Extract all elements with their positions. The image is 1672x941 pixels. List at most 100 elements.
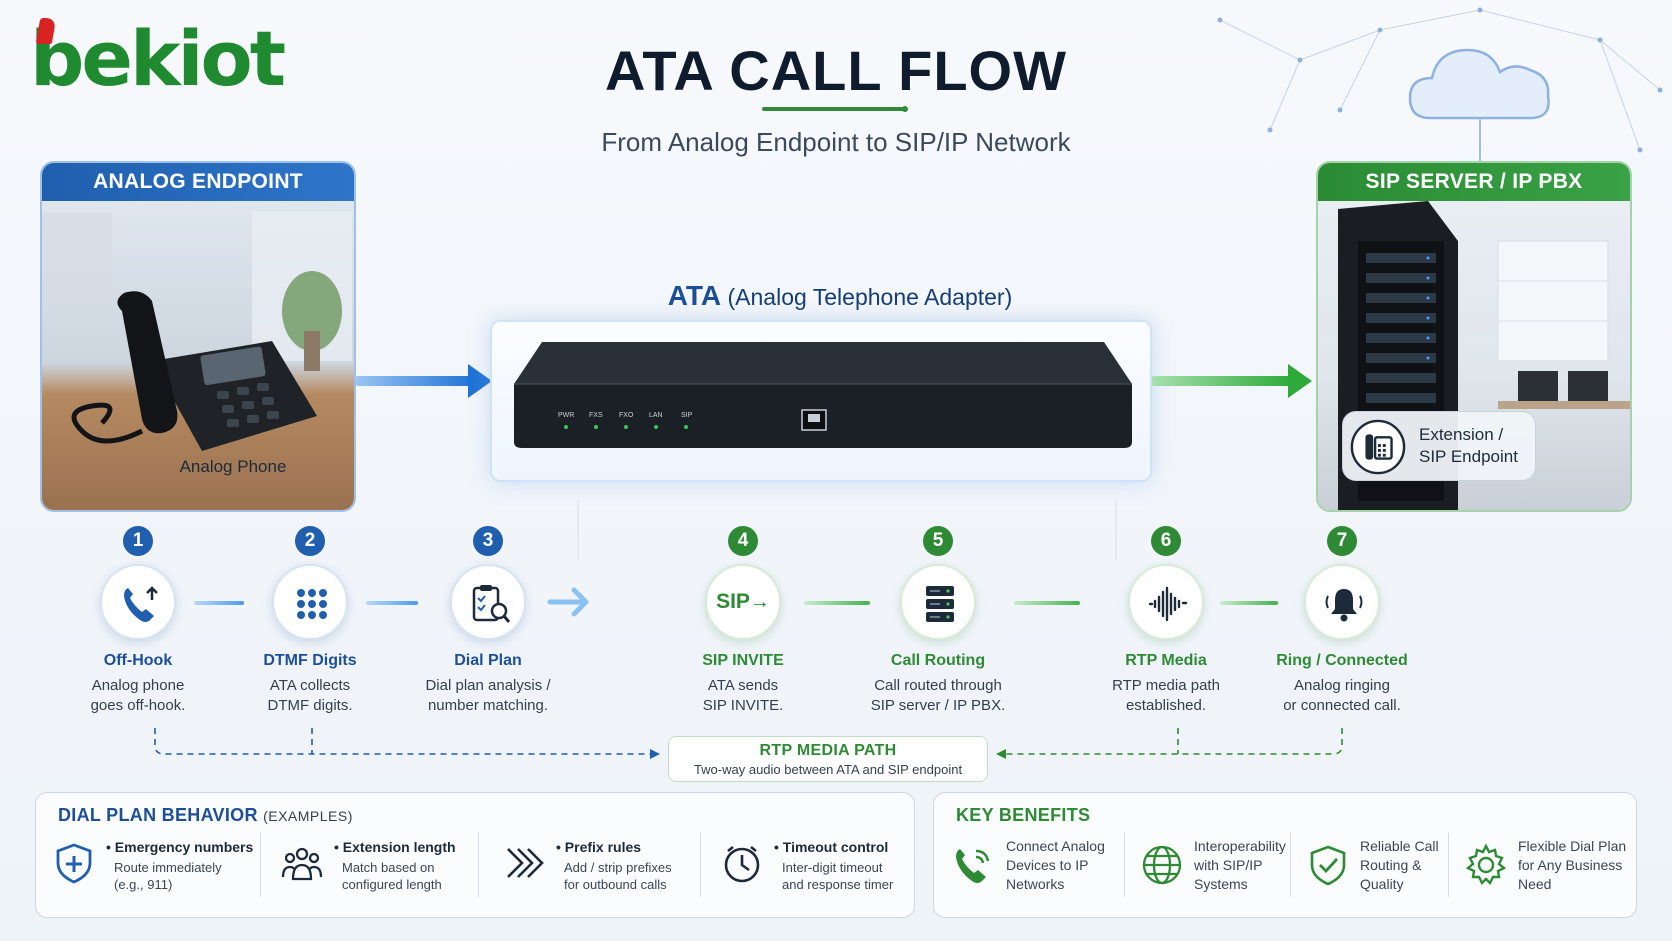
step-description: ATA sends SIP INVITE. [643, 676, 843, 716]
ata-device-frame: PWR FXS FXO LAN SIP [490, 320, 1152, 482]
step-description: RTP media path established. [1066, 676, 1266, 716]
benefit-text: Flexible Dial Plan for Any Business Need [1518, 837, 1658, 894]
dial-plan-item-head: • Timeout control [774, 839, 889, 855]
led-label-pwr: PWR [558, 412, 575, 419]
chevron-right-icon [547, 587, 589, 617]
step-desc-line2: goes off-hook. [90, 697, 186, 714]
arrow-step-5-6 [1014, 601, 1080, 605]
arrow-head-analog-to-ata [468, 364, 492, 398]
dial-plan-title-suffix: (EXAMPLES) [263, 808, 353, 824]
chevrons-right-icon [507, 848, 544, 878]
dial-plan-title: DIAL PLAN BEHAVIOR (EXAMPLES) [58, 805, 353, 826]
step-number: 7 [1327, 526, 1357, 556]
benefit-line2: with SIP/IP [1194, 857, 1263, 873]
benefit-line2: Routing & [1360, 857, 1422, 873]
dial-plan-item-text: Match based on configured length [342, 859, 492, 893]
analog-phone-photo: Analog Phone [42, 201, 354, 510]
rtp-title: RTP MEDIA PATH [759, 742, 897, 759]
users-icon [281, 847, 323, 881]
dial-plan-item-text: Inter-digit timeout and response timer [782, 859, 932, 893]
arrow-head-ata-to-sip [1288, 364, 1312, 398]
dial-plan-item-head: • Prefix rules [556, 839, 642, 855]
step-icon-circle [1304, 564, 1380, 640]
step-desc-line1: Call routed through [874, 677, 1002, 694]
clock-icon [724, 845, 760, 883]
shield-check-icon [1310, 845, 1346, 886]
dial-plan-text-line2: (e.g., 911) [114, 877, 173, 892]
step-desc-line1: Analog phone [91, 677, 185, 694]
step-number: 1 [123, 526, 153, 556]
page-subtitle: From Analog Endpoint to SIP/IP Network [601, 127, 1071, 157]
step-icon-circle [450, 564, 526, 640]
step-icon-circle: SIP→ [705, 564, 781, 640]
step-desc-line1: RTP media path [1112, 677, 1220, 694]
ata-name: ATA [667, 280, 722, 311]
step-desc-line1: Dial plan analysis / [425, 677, 551, 694]
dial-plan-text-line1: Route immediately [114, 860, 222, 875]
benefit-line1: Interoperability [1194, 838, 1286, 854]
logo: bekiot [30, 14, 286, 104]
desk-phone-icon [1350, 419, 1406, 475]
step-title: Ring / Connected [1276, 652, 1408, 669]
step-number: 6 [1151, 526, 1181, 556]
step-icon-circle [100, 564, 176, 640]
benefit-line1: Reliable Call [1360, 838, 1439, 854]
step-desc-line2: SIP INVITE. [702, 697, 784, 714]
step-description: ATA collects DTMF digits. [210, 676, 410, 716]
benefit-line2: Devices to IP [1006, 857, 1089, 873]
dial-plan-text-line2: and response timer [782, 877, 894, 892]
phone-signal-icon [956, 849, 990, 883]
divider [1448, 833, 1449, 897]
dial-plan-text-line2: for outbound calls [564, 877, 667, 892]
step-description: Analog phone goes off-hook. [38, 676, 238, 716]
divider [478, 833, 479, 897]
arrow-analog-to-ata [356, 376, 474, 386]
divider [1290, 833, 1291, 897]
analog-endpoint-heading: ANALOG ENDPOINT [42, 163, 354, 201]
cloud-network-background [1217, 7, 1663, 162]
extension-label-line2: SIP Endpoint [1419, 447, 1518, 466]
step-title: Dial Plan [454, 652, 522, 669]
ata-led-labels: PWR FXS FXO LAN SIP [550, 412, 710, 422]
sip-server-heading: SIP SERVER / IP PBX [1318, 163, 1630, 201]
step-title: Off-Hook [103, 652, 173, 669]
dial-plan-text-line2: configured length [342, 877, 442, 892]
step-description: Dial plan analysis / number matching. [388, 676, 588, 716]
server-icon [926, 586, 954, 622]
key-benefits-title: KEY BENEFITS [956, 805, 1091, 825]
key-benefits-panel: KEY BENEFITS Connect Analog Devices to I… [933, 792, 1637, 918]
step-desc-line2: or connected call. [1283, 697, 1401, 714]
shield-plus-icon [56, 843, 92, 884]
dial-plan-item-head: • Emergency numbers [106, 839, 254, 855]
arrow-step-4-5 [804, 601, 870, 605]
dial-plan-text-line1: Inter-digit timeout [782, 860, 883, 875]
step-title: DTMF Digits [263, 652, 357, 669]
divider [700, 833, 701, 897]
keypad-icon [297, 589, 327, 619]
led-label-sip: SIP [681, 412, 693, 419]
step-desc-line1: ATA sends [707, 677, 779, 694]
rtp-media-path-box: RTP MEDIA PATH Two-way audio between ATA… [668, 736, 988, 782]
step-icon-circle [900, 564, 976, 640]
step-number: 3 [473, 526, 503, 556]
analog-endpoint-panel: ANALOG ENDPOINT Analog Phone [40, 161, 356, 512]
led-label-lan: LAN [649, 412, 663, 419]
extension-endpoint-card: Extension / SIP Endpoint [1342, 411, 1536, 481]
step-description: Analog ringing or connected call. [1242, 676, 1442, 716]
waveform-icon [1148, 586, 1188, 622]
ata-label: ATA (Analog Telephone Adapter) [560, 280, 1120, 312]
sip-icon-text: SIP [716, 590, 750, 613]
benefit-text: Reliable Call Routing & Quality [1360, 837, 1480, 894]
arrow-step-1-2 [194, 601, 244, 605]
dial-plan-panel: DIAL PLAN BEHAVIOR (EXAMPLES) • Emergenc… [35, 792, 915, 918]
benefit-line1: Flexible Dial Plan [1518, 838, 1627, 854]
dial-plan-title-text: DIAL PLAN BEHAVIOR [58, 805, 258, 825]
analog-phone-caption: Analog Phone [179, 457, 287, 476]
step-number: 5 [923, 526, 953, 556]
dial-plan-item-head: • Extension length [334, 839, 456, 855]
server-room-photo: Extension / SIP Endpoint [1318, 201, 1630, 510]
ata-device [514, 342, 1132, 448]
dial-plan-item-text: Route immediately (e.g., 911) [114, 859, 264, 893]
divider [260, 833, 261, 897]
benefit-line3: Systems [1194, 876, 1248, 892]
